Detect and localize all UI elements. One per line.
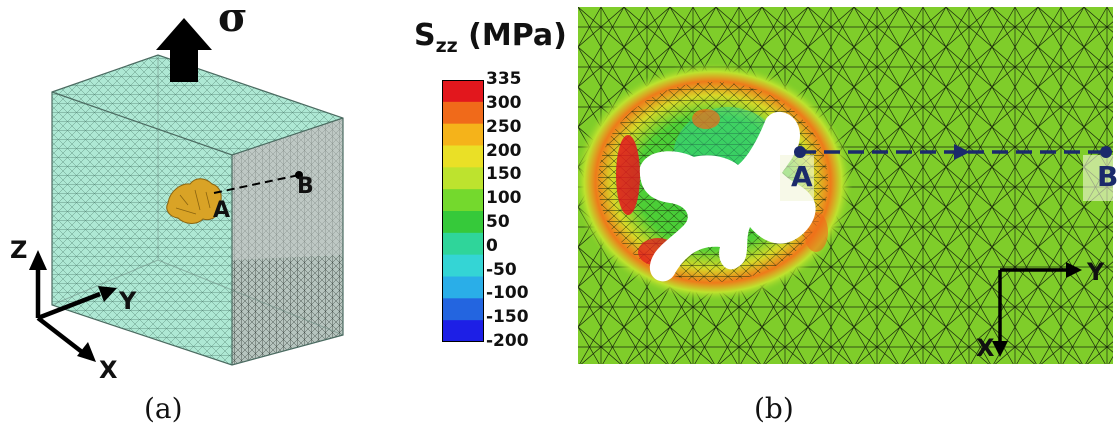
panel-b-axis-y-label: Y <box>1087 258 1105 286</box>
panel-b-axis-x-label: X <box>976 334 995 362</box>
caption-a: (a) <box>144 392 183 425</box>
panel-a-point-a-label: A <box>213 198 231 223</box>
path-a-b <box>213 174 300 194</box>
axis-triad-b <box>998 268 1070 345</box>
legend-tick-label: -100 <box>486 283 529 304</box>
legend-tick-label: 250 <box>486 116 522 137</box>
stress-arrow <box>156 18 212 82</box>
legend-tick-label: -150 <box>486 307 529 328</box>
legend-swatch <box>442 80 484 103</box>
legend-title: Szz (MPa) <box>414 18 567 57</box>
cube-top-face <box>52 55 343 155</box>
axis-y-label: Y <box>119 287 137 315</box>
caption-b: (b) <box>754 392 794 425</box>
point-b-marker-b <box>1100 146 1112 158</box>
axis-z-label: Z <box>10 236 28 264</box>
axis-x-label: X <box>99 356 118 384</box>
axis-triad-a <box>35 268 101 354</box>
legend-tick-label: 200 <box>486 140 522 161</box>
legend-swatch <box>442 276 484 299</box>
legend-tick-label: 150 <box>486 164 522 185</box>
legend-swatch <box>442 123 484 146</box>
void-particle <box>166 178 222 224</box>
legend-tick-label: 100 <box>486 188 522 209</box>
legend-swatch <box>442 320 484 342</box>
legend-tick-label: 300 <box>486 92 522 113</box>
legend-tick-label: 50 <box>486 211 510 232</box>
legend-tick-label: -200 <box>486 331 529 351</box>
point-b-marker <box>295 171 303 179</box>
legend-tick-label: 0 <box>486 235 498 256</box>
stress-symbol: σ <box>218 0 248 41</box>
path-direction-arrow <box>954 144 970 160</box>
panel-b-point-a-label: A <box>791 160 813 193</box>
legend-swatch <box>442 232 484 256</box>
legend-swatch <box>442 211 484 234</box>
point-a-marker-b <box>794 146 806 158</box>
legend-tick-label: -50 <box>486 259 517 280</box>
panel-a-point-b-label: B <box>297 174 314 199</box>
legend-color-bar <box>442 80 484 342</box>
legend-swatch <box>442 254 484 277</box>
legend-swatch <box>442 189 484 212</box>
void-cross-section <box>639 111 816 282</box>
legend-swatch <box>442 298 484 321</box>
legend-swatch <box>442 145 484 168</box>
panel-b-point-b-label: B <box>1097 160 1117 193</box>
panel-a-figure <box>29 18 344 366</box>
panel-b-figure <box>578 7 1113 364</box>
legend-swatch <box>442 101 484 125</box>
legend-tick-label: 335 <box>486 69 522 89</box>
legend-swatch <box>442 167 484 190</box>
